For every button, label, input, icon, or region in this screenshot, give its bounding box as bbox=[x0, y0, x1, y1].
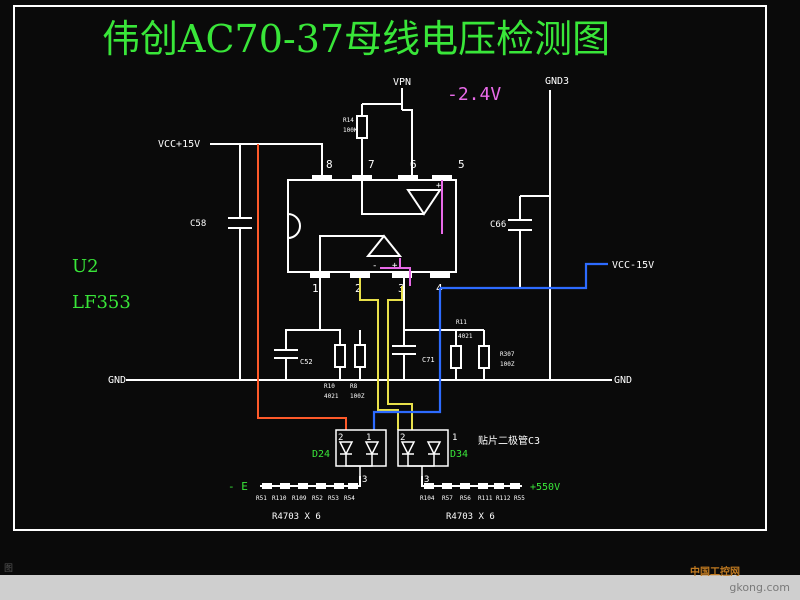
opamp-upper-feedback bbox=[361, 178, 424, 215]
blue-wire-diodes bbox=[372, 288, 442, 430]
opamp-lower bbox=[365, 234, 403, 257]
d34-pin-3: 3 bbox=[424, 475, 429, 485]
c71-label: C71 bbox=[422, 356, 435, 364]
c58-capacitor bbox=[228, 144, 252, 380]
net-vcc-p15: VCC+15V bbox=[158, 139, 200, 150]
r11-wire bbox=[404, 329, 485, 346]
opamp-upper bbox=[406, 189, 442, 216]
r14-ref: R14 bbox=[343, 117, 354, 124]
left-chain-r110: R110 bbox=[272, 495, 287, 502]
r14-wire bbox=[361, 109, 413, 178]
watermark-site: gkong.com bbox=[729, 581, 790, 594]
diode-note: 贴片二极管C3 bbox=[478, 434, 540, 447]
d24-pin-1: 1 bbox=[366, 433, 371, 443]
left-chain-r109: R109 bbox=[292, 495, 307, 502]
diode-d24 bbox=[335, 429, 387, 476]
red-wire bbox=[257, 144, 347, 430]
r11-value: 4021 bbox=[458, 333, 473, 340]
right-chain-r55: R55 bbox=[514, 495, 525, 502]
vpn-wire bbox=[361, 88, 403, 116]
r14-value: 100K bbox=[343, 127, 358, 134]
c66-label: C66 bbox=[490, 220, 506, 230]
r10-ref: R10 bbox=[324, 383, 335, 390]
net-gnd-left: GND bbox=[108, 375, 126, 386]
chip-part-label: LF353 bbox=[72, 292, 131, 313]
pin-1: 1 bbox=[312, 282, 319, 295]
left-chain-r53: R53 bbox=[328, 495, 339, 502]
left-chain-r54: R54 bbox=[344, 495, 355, 502]
opamp-lower-feedback bbox=[319, 235, 384, 272]
left-chain-r52: R52 bbox=[312, 495, 323, 502]
schematic-screen: 伟创AC70-37母线电压检测图 -2.4V U2 LF353 VPN GND3… bbox=[0, 0, 800, 575]
r10-wire bbox=[320, 329, 341, 345]
right-chain-note: R4703 X 6 bbox=[446, 512, 495, 522]
net-vpn: VPN bbox=[393, 77, 411, 88]
opamp-lower-plus: + bbox=[392, 261, 398, 271]
d24-pin-2: 2 bbox=[338, 433, 343, 443]
yellow-wire-right bbox=[387, 286, 413, 430]
c66-capacitor bbox=[508, 196, 532, 288]
pin-8: 8 bbox=[326, 158, 333, 171]
r307-value: 100Z bbox=[500, 361, 515, 368]
chip-notch bbox=[287, 213, 301, 239]
r307-ref: R307 bbox=[500, 351, 515, 358]
opamp-upper-plus: + bbox=[436, 181, 442, 191]
c58-label: C58 bbox=[190, 219, 206, 229]
right-chain-r57: R57 bbox=[442, 495, 453, 502]
net-gnd3: GND3 bbox=[545, 76, 569, 87]
pin-6: 6 bbox=[410, 158, 417, 171]
vcc-p15-wire bbox=[210, 143, 323, 178]
left-chain-r51: R51 bbox=[256, 495, 267, 502]
drawing-border bbox=[13, 5, 767, 531]
pin-5: 5 bbox=[458, 158, 465, 171]
right-chain-r111: R111 bbox=[478, 495, 493, 502]
taskbar-label: 图 bbox=[4, 564, 14, 574]
diode-d34 bbox=[397, 429, 449, 476]
opamp-lower-minus: - bbox=[372, 261, 377, 271]
d34-pin-1: 1 bbox=[452, 433, 457, 443]
r11-r307-bottom bbox=[455, 368, 485, 380]
pink-wire bbox=[399, 180, 443, 286]
d34-pin-2: 2 bbox=[400, 433, 405, 443]
r10-r8-wires bbox=[339, 330, 361, 380]
diagram-title: 伟创AC70-37母线电压检测图 bbox=[102, 17, 610, 61]
net-vcc-m15: VCC-15V bbox=[612, 260, 654, 271]
net-gnd-right: GND bbox=[614, 375, 632, 386]
screen-background bbox=[0, 0, 800, 575]
right-chain-wire bbox=[421, 476, 522, 487]
r8-value: 100Z bbox=[350, 393, 365, 400]
yellow-wire-left bbox=[359, 278, 399, 430]
bottom-pins bbox=[310, 272, 450, 278]
r11-ref: R11 bbox=[456, 319, 467, 326]
voltage-annotation: -2.4V bbox=[447, 84, 501, 105]
r10-value: 4021 bbox=[324, 393, 339, 400]
left-chain-resistors bbox=[262, 483, 358, 489]
d24-pin-3: 3 bbox=[362, 475, 367, 485]
pin-2: 2 bbox=[355, 282, 362, 295]
right-chain-r56: R56 bbox=[460, 495, 471, 502]
left-chain-note: R4703 X 6 bbox=[272, 512, 321, 522]
vcc-m15-blue-wire bbox=[440, 262, 608, 290]
minus-e-label: - E bbox=[228, 480, 248, 493]
c52-label: C52 bbox=[300, 358, 313, 366]
right-chain-resistors bbox=[424, 483, 520, 489]
r8-ref: R8 bbox=[350, 383, 358, 390]
plus-550-label: +550V bbox=[530, 482, 560, 493]
chip-ref-label: U2 bbox=[72, 256, 99, 277]
d34-label: D34 bbox=[450, 449, 468, 460]
watermark-brand: 中国工控网 bbox=[690, 567, 740, 578]
c52-capacitor bbox=[274, 278, 321, 380]
pin-7: 7 bbox=[368, 158, 375, 171]
right-chain-r112: R112 bbox=[496, 495, 511, 502]
left-chain-wire bbox=[260, 476, 361, 487]
right-chain-r104: R104 bbox=[420, 495, 435, 502]
d24-label: D24 bbox=[312, 449, 330, 460]
